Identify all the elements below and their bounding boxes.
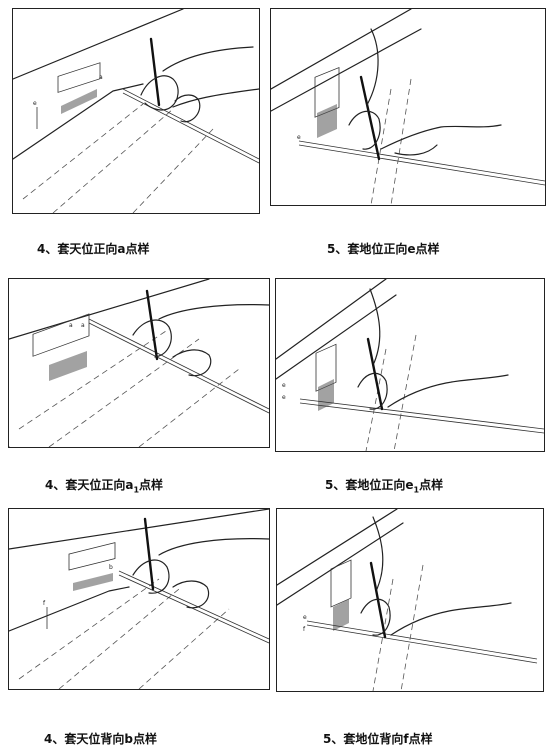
illustration-floor-back-f: ef [277, 509, 538, 691]
svg-text:b: b [109, 564, 113, 571]
caption-ceiling-front-a: 4、套天位正向a点样 [37, 242, 150, 256]
illustration-ceiling-front-a: ea [13, 9, 259, 213]
caption-ceiling-front-a1-sub: 1 [133, 485, 140, 495]
caption-ceiling-front-a1-text: 4、套天位正向a [45, 478, 134, 492]
svg-text:e: e [303, 614, 307, 621]
illustration-floor-front-e1: ee [276, 279, 544, 451]
caption-floor-front-e1: 5、套地位正向e1点样 [325, 476, 443, 494]
caption-floor-front-e1-sub: 1 [413, 485, 420, 495]
svg-text:e: e [33, 100, 37, 107]
svg-text:e: e [282, 394, 286, 401]
caption-ceiling-front-a1: 4、套天位正向a1点样 [45, 476, 163, 494]
svg-text:a: a [99, 74, 103, 81]
svg-text:f: f [43, 600, 46, 607]
illustration-ceiling-back-b: fb [9, 509, 269, 689]
svg-text:f: f [303, 626, 306, 633]
caption-floor-front-e: 5、套地位正向e点样 [327, 242, 440, 256]
caption-ceiling-back-b: 4、套天位背向b点样 [44, 732, 157, 746]
caption-floor-back-f: 5、套地位背向f点样 [323, 732, 433, 746]
svg-text:e: e [282, 382, 286, 389]
svg-text:a: a [81, 322, 85, 329]
svg-text:e: e [297, 134, 301, 141]
caption-ceiling-front-a1-tail: 点样 [139, 478, 164, 492]
caption-floor-front-e1-tail: 点样 [419, 478, 444, 492]
panel-floor-front-e: e [270, 8, 546, 206]
caption-floor-front-e1-text: 5、套地位正向e [325, 478, 414, 492]
illustration-floor-front-e: e [271, 9, 545, 205]
svg-text:a: a [69, 322, 73, 329]
